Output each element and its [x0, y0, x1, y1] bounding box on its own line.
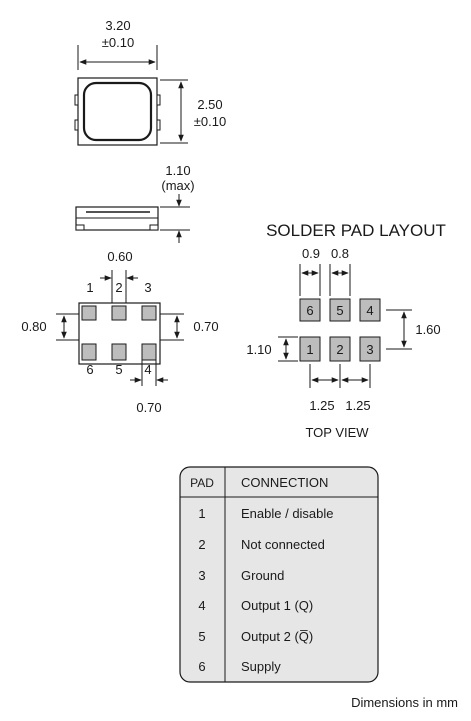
pad-connection-table: PAD CONNECTION 1 Enable / disable 2 Not … [179, 466, 379, 683]
table-row: 4 Output 1 (Q) [198, 598, 313, 613]
solder-pad-label-5: 5 [336, 303, 343, 318]
solder-pad-label-6: 6 [306, 303, 313, 318]
bottom-pad-3 [141, 305, 157, 321]
package-lid [82, 81, 153, 142]
width-value: 2.50 [197, 97, 222, 112]
table-cell-connection: Supply [241, 659, 281, 674]
pad-spacing-value: 0.60 [107, 249, 132, 264]
col-pitch-1-value: 1.25 [309, 398, 334, 413]
bottom-pad-4 [141, 343, 157, 361]
solder-pad-4 [359, 298, 381, 322]
table-frame [179, 466, 379, 683]
solder-pad-label-1: 1 [306, 342, 313, 357]
package-side-view: 1.10 (max) [75, 163, 195, 243]
pin-label-2: 2 [115, 280, 122, 295]
table-row: 1 Enable / disable [198, 506, 333, 521]
solder-pad-3 [359, 336, 381, 362]
table-row: 5 Output 2 (Q̅) [198, 629, 313, 644]
pin-label-6: 6 [86, 362, 93, 377]
pad-height-left-value: 0.80 [21, 319, 46, 334]
bottom-pad-5 [111, 343, 127, 361]
table-header-pad: PAD [190, 476, 214, 490]
package-bottom-view: 0.60 1 2 3 0.80 0.70 6 5 4 0 [21, 249, 218, 415]
table-header-connection: CONNECTION [241, 475, 328, 490]
table-cell-pad: 4 [198, 598, 205, 613]
bottom-pad-6 [81, 343, 97, 361]
table-cell-connection: Ground [241, 568, 284, 583]
solder-pad-label-2: 2 [336, 342, 343, 357]
pad-gap-dim-value: 0.8 [331, 246, 349, 261]
table-row: 6 Supply [198, 659, 281, 674]
table-cell-pad: 5 [198, 629, 205, 644]
package-top-view: 3.20 ±0.10 2.50 ±0.10 [74, 18, 226, 146]
length-value: 3.20 [105, 18, 130, 33]
table-cell-connection: Not connected [241, 537, 325, 552]
solder-pad-6 [299, 298, 321, 322]
length-tolerance: ±0.10 [102, 35, 134, 50]
table-cell-pad: 6 [198, 659, 205, 674]
bottom-pad-2 [111, 305, 127, 321]
table-cell-connection: Output 2 (Q̅) [241, 629, 313, 644]
table-cell-pad: 2 [198, 537, 205, 552]
pad-width-dim-value: 0.9 [302, 246, 320, 261]
bottom-pad-1 [81, 305, 97, 321]
solder-layout-title: SOLDER PAD LAYOUT [266, 221, 446, 240]
pad-height-dim-value: 1.10 [246, 342, 271, 357]
solder-pad-2 [329, 336, 351, 362]
pin-label-4: 4 [144, 362, 151, 377]
pin-label-5: 5 [115, 362, 122, 377]
top-view-label: TOP VIEW [305, 425, 369, 440]
solder-pad-label-3: 3 [366, 342, 373, 357]
table-cell-pad: 3 [198, 568, 205, 583]
pad-width-value: 0.70 [136, 400, 161, 415]
table-cell-pad: 1 [198, 506, 205, 521]
table-row: 3 Ground [198, 568, 284, 583]
col-pitch-2-value: 1.25 [345, 398, 370, 413]
height-note: (max) [161, 178, 194, 193]
pad-height-right-value: 0.70 [193, 319, 218, 334]
table-cell-connection: Output 1 (Q) [241, 598, 313, 613]
solder-pad-label-4: 4 [366, 303, 373, 318]
dimensions-note: Dimensions in mm [351, 695, 458, 710]
solder-pad-5 [329, 298, 351, 322]
row-pitch-value: 1.60 [415, 322, 440, 337]
table-row: 2 Not connected [198, 537, 324, 552]
solder-pad-1 [299, 336, 321, 362]
solder-pad-layout: SOLDER PAD LAYOUT 0.9 0.8 6 5 4 1 2 3 1.… [246, 221, 446, 440]
pin-label-3: 3 [144, 280, 151, 295]
pin-label-1: 1 [86, 280, 93, 295]
height-value: 1.10 [165, 163, 190, 178]
table-cell-connection: Enable / disable [241, 506, 334, 521]
width-tolerance: ±0.10 [194, 114, 226, 129]
